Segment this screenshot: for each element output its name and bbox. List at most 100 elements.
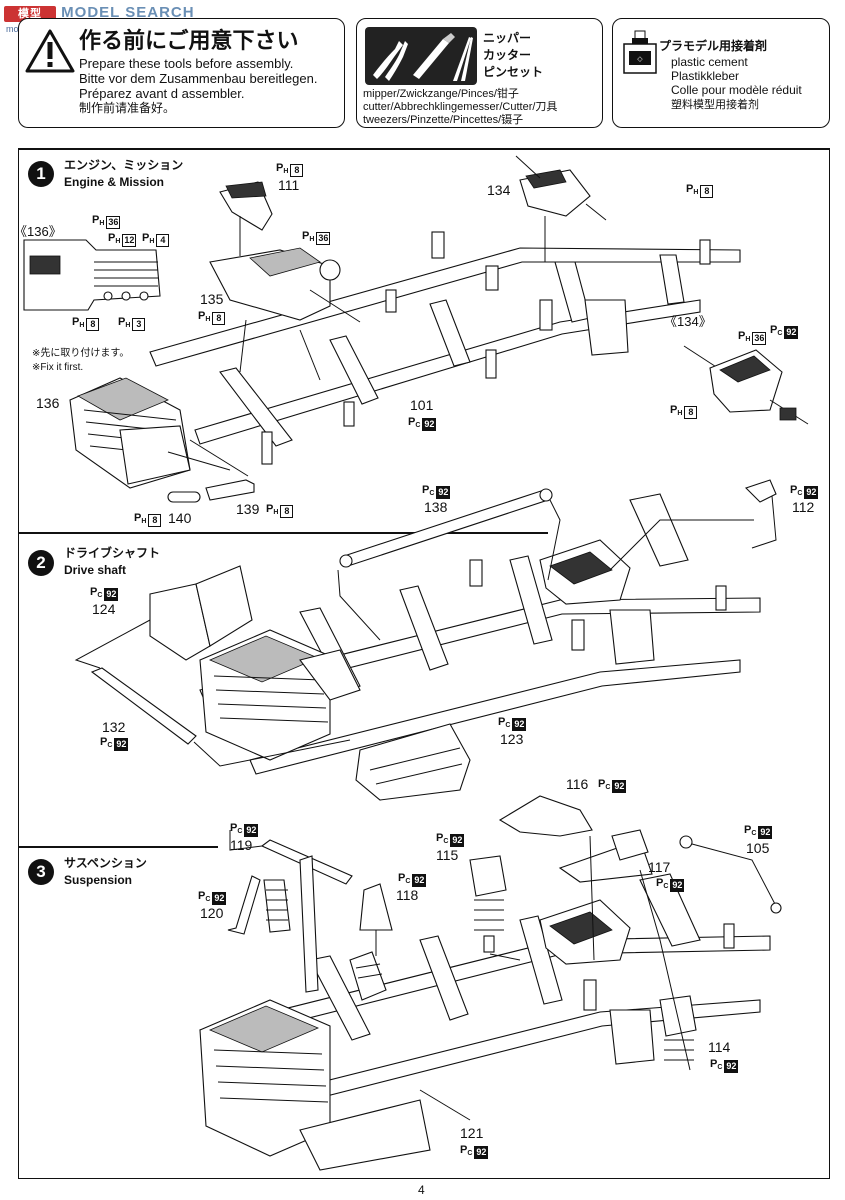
step-3-part-121-number: 121: [460, 1125, 484, 1141]
tool-label-tweezers: ピンセット: [483, 65, 544, 79]
step-3-engine: [199, 999, 431, 1171]
step-2-rear-axle: [539, 539, 631, 605]
step-1-part-134-number: 134: [487, 182, 511, 198]
step-2-part-112: [744, 479, 777, 549]
step-2-part-123: [355, 723, 471, 801]
step-2-title-en: Drive shaft: [64, 563, 127, 577]
instruction-frame: [18, 148, 830, 1179]
step-1-chassis-frame: [149, 231, 741, 465]
warning-icon: [25, 29, 75, 73]
cement-line-2: Plastikkleber: [671, 69, 740, 83]
step-3-part-118-number: 118: [396, 887, 419, 903]
detail-134-label: 《134》: [664, 314, 712, 329]
cement-line-1: plastic cement: [671, 55, 748, 69]
detail-136-label: 《136》: [14, 224, 62, 239]
step-1-part-140-number: 140: [168, 510, 192, 526]
cement-line-4: 塑料模型用接着剂: [671, 98, 759, 111]
step-2-part-132: [90, 667, 197, 745]
step-3-part-115: [469, 855, 507, 953]
cement-bottle-icon: ◇: [623, 30, 657, 74]
step-2-title-jp: ドライブシャフト: [64, 546, 161, 560]
step-divider-2: [18, 846, 218, 848]
step-2-arrows: [74, 499, 754, 767]
warning-line-1: Prepare these tools before assembly.: [79, 56, 294, 71]
step-1-note-jp: ※先に取り付けます。: [32, 348, 130, 359]
warning-line-2: Bitte vor dem Zusammenbau bereitlegen.: [79, 71, 318, 86]
step-2-part-124-number: 124: [92, 601, 116, 617]
site-watermark: 模型 MODEL SEARCH: [4, 4, 195, 22]
tools-line-1: mipper/Zwickzange/Pinces/钳子: [363, 88, 519, 100]
step-1-transmission: [209, 247, 361, 323]
step-1-detail-136: [23, 239, 161, 311]
warning-line-4: 制作前请准备好。: [79, 101, 176, 115]
warning-title: 作る前にご用意下さい: [79, 29, 299, 54]
step-3-part-105: [679, 835, 782, 914]
step-1-note-en: ※Fix it first.: [32, 362, 84, 373]
step-3-part-117-number: 117: [648, 859, 671, 875]
step-3-part-105-number: 105: [746, 840, 770, 856]
step-3-chassis-frame: [199, 873, 771, 1115]
step-3-part-116-number: 116: [566, 776, 589, 792]
step-1-part-139-number: 139: [236, 501, 260, 517]
step-3-part-116: [498, 795, 593, 837]
step-3-title-en: Suspension: [64, 873, 133, 887]
warning-line-3: Préparez avant d assembler.: [79, 86, 245, 101]
step-1-part-111: [219, 181, 273, 256]
step-3-part-114-number: 114: [708, 1039, 731, 1055]
step-3-part-119-number: 119: [230, 837, 253, 853]
step-3-part-117: [558, 829, 653, 883]
step-2-part-123-number: 123: [500, 731, 524, 747]
step-3-part-120-number: 120: [200, 905, 224, 921]
page-number: 4: [418, 1183, 425, 1197]
tool-label-nipper: ニッパー: [483, 31, 532, 45]
tools-line-2: cutter/Abbrechklingemesser/Cutter/刀具: [363, 101, 558, 113]
step-1-parts-139-140: [167, 439, 255, 503]
warning-box: 作る前にご用意下さい Prepare these tools before as…: [18, 18, 345, 128]
cement-title: プラモデル用接着剤: [659, 39, 768, 53]
step-3-number: 3: [28, 859, 54, 885]
step-2-part-138-number: 138: [424, 499, 448, 515]
step-1-detail-134: [683, 345, 809, 425]
step-3-rear-axle: [539, 899, 631, 965]
step-1-title-en: Engine & Mission: [64, 175, 165, 189]
step-1-engine: [69, 377, 191, 489]
step-3-title-jp: サスペンション: [64, 856, 147, 870]
step-1-part-136-number: 136: [36, 395, 60, 411]
tools-icon: [365, 27, 477, 85]
step-2-part-112-number: 112: [792, 499, 815, 515]
step-2-part-124: [149, 565, 253, 661]
step-1-arrows: [167, 319, 321, 471]
tool-label-cutter: カッター: [483, 48, 532, 62]
tools-box: ニッパー カッター ピンセット mipper/Zwickzange/Pinces…: [356, 18, 603, 128]
cement-line-3: Colle pour modèle réduit: [671, 83, 802, 97]
step-3-part-114: [659, 995, 697, 1061]
cement-box: ◇ プラモデル用接着剤 plastic cement Plastikkleber…: [612, 18, 830, 128]
step-divider-1: [18, 532, 548, 534]
svg-text:◇: ◇: [637, 55, 643, 63]
step-3-part-119: [260, 839, 353, 993]
step-1-part-135-number: 135: [200, 291, 224, 307]
